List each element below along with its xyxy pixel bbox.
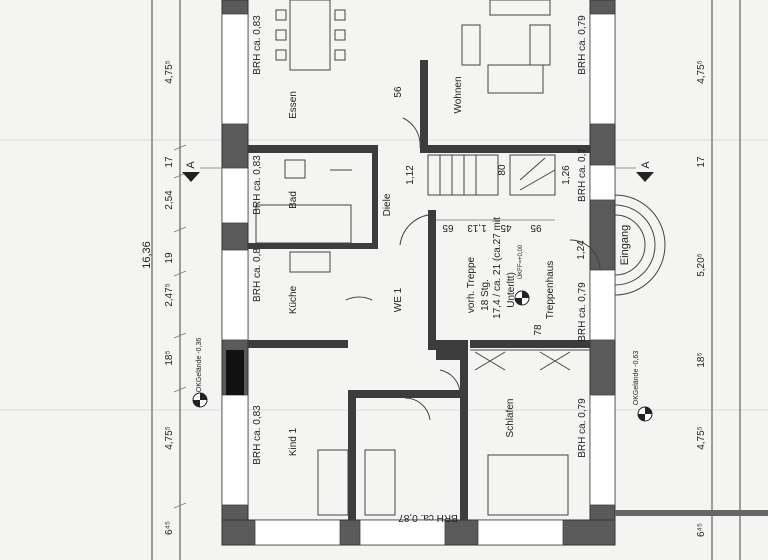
brh-kueche: BRH ca. 0,8 [252,248,263,302]
furniture [255,0,569,516]
room-kind1: Kind 1 [288,427,299,456]
brh-treppenhaus: BRH ca. 0,79 [577,282,588,342]
stair-note: 17,4 / ca. 21 (ca.27 mit [492,217,503,319]
brh-bottom: BRH ca. 0,87 [398,512,458,523]
dim-left: 17 [164,156,175,168]
labels: 16,36 4,75⁵ 17 2,54 19 2,47⁵ 18⁵ 4,75⁵ 6… [141,15,707,537]
level-symbol-stair [514,290,530,306]
room-treppenhaus: Treppenhaus [545,261,556,320]
brh-wohnen: BRH ca. 0,79 [577,15,588,75]
brh-essen: BRH ca. 0,83 [252,15,263,75]
room-kueche: Küche [288,285,299,314]
ground-level-left: OKGelände -0,36 [196,338,203,393]
dim-right: 17 [696,156,707,168]
dim-left: 4,75⁵ [164,60,175,84]
terrace-edge [615,510,768,516]
dimension-lines-left [151,0,187,560]
room-bad: Bad [288,191,299,209]
dim-left: 4,75⁵ [164,426,175,450]
dim-80: 80 [497,164,508,176]
stair-note: vorh. Treppe [466,256,477,313]
redaction-mark [226,350,244,395]
dim-124: 1,24 [576,240,587,260]
ground-level-right: OKGelände -0,63 [633,351,640,406]
dim-left: 6⁴⁵ [164,521,175,535]
row-dim: 65 [442,222,454,233]
room-diele: Diele [382,193,393,216]
room-we1: WE 1 [393,287,404,312]
brh-kind1: BRH ca. 0,83 [252,405,263,465]
row-dim: 95 [530,222,542,233]
staircase [427,154,590,371]
dim-left: 19 [164,252,175,264]
dim-right: 4,75⁵ [696,426,707,450]
row-dim: 1,13 [467,222,487,233]
dim-126: 1,26 [561,165,572,185]
dim-right: 5,20⁵ [696,253,707,277]
stair-note: Unterltt) [506,272,517,308]
dim-112: 1,12 [405,165,416,185]
room-schlafen: Schlafen [505,399,516,438]
room-eingang: Eingang [619,225,631,265]
entrance-steps [569,194,666,296]
dim-left: 18⁵ [164,350,175,365]
stair-note: 18 Stg. [480,279,491,311]
dim-right: 6⁴⁵ [696,523,707,537]
section-label-right: A [640,161,652,169]
level-symbol-right [637,406,653,422]
outer-walls [221,0,768,546]
brh-stair-top: BRH ca. 0,7 [577,148,588,202]
dim-78: 78 [533,324,544,336]
level-symbol-left [192,392,208,408]
dim-right: 4,75⁵ [696,60,707,84]
row-dim: 45 [500,222,512,233]
room-essen: Essen [288,91,299,119]
dim-total-left: 16,36 [141,241,153,269]
brh-bad: BRH ca. 0,83 [252,155,263,215]
room-wohnen: Wohnen [453,76,464,113]
section-label-left: A [185,161,197,169]
brh-schlafen: BRH ca. 0,79 [577,398,588,458]
dim-right: 18⁵ [696,352,707,367]
dim-left: 2,47⁵ [164,283,175,307]
section-marker-left [182,167,222,182]
section-marker-right [615,167,654,182]
stair-level: ÜKFF=+0,00 [517,244,524,279]
interior-walls [248,60,590,520]
dim-56: 56 [393,86,404,98]
dim-left: 2,54 [164,190,175,210]
dimension-lines-right [711,0,741,560]
